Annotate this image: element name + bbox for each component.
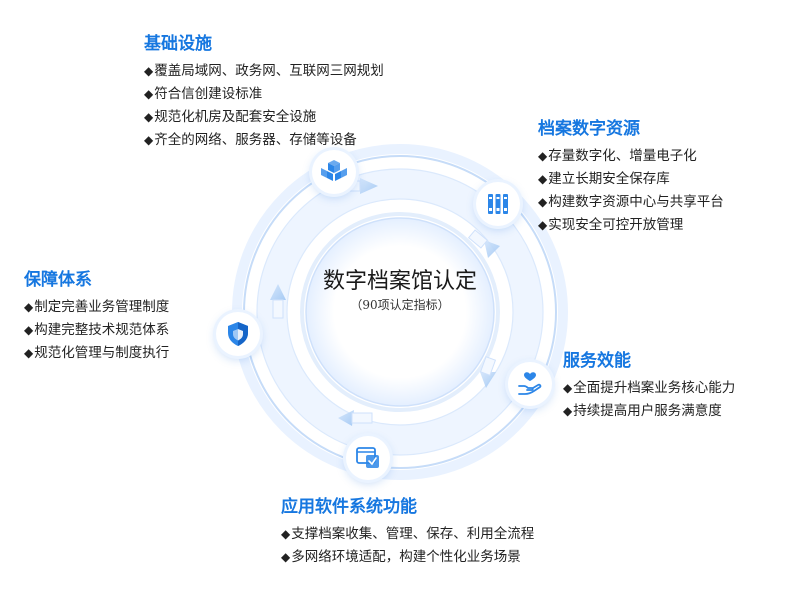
section-service: 服务效能 ◆全面提升档案业务核心能力◆持续提高用户服务满意度 [563,350,735,423]
section-resources: 档案数字资源 ◆存量数字化、增量电子化◆建立长期安全保存库◆构建数字资源中心与共… [538,118,724,237]
infrastructure-node [312,150,356,194]
diamond-bullet-icon: ◆ [144,87,154,101]
list-item: ◆规范化机房及配套安全设施 [144,106,384,129]
diamond-bullet-icon: ◆ [281,527,291,541]
list-item: ◆建立长期安全保存库 [538,168,724,191]
list-item-text: 多网络环境适配，构建个性化业务场景 [291,549,521,565]
center-title: 数字档案馆认定 [322,269,477,294]
list-item-text: 实现安全可控开放管理 [548,217,684,233]
list-item-text: 规范化管理与制度执行 [34,345,170,361]
section-infrastructure: 基础设施 ◆覆盖局域网、政务网、互联网三网规划◆符合信创建设标准◆规范化机房及配… [144,33,384,152]
list-item-text: 存量数字化、增量电子化 [548,148,697,164]
bullet-list: ◆覆盖局域网、政务网、互联网三网规划◆符合信创建设标准◆规范化机房及配套安全设施… [144,60,384,152]
list-item: ◆覆盖局域网、政务网、互联网三网规划 [144,60,384,83]
section-software: 应用软件系统功能 ◆支撑档案收集、管理、保存、利用全流程◆多网络环境适配，构建个… [281,496,534,569]
diamond-bullet-icon: ◆ [563,381,573,395]
heart-hand-icon [518,372,542,395]
diamond-bullet-icon: ◆ [144,64,154,78]
list-item-text: 覆盖局域网、政务网、互联网三网规划 [154,63,384,79]
list-item: ◆支撑档案收集、管理、保存、利用全流程 [281,523,534,546]
section-security: 保障体系 ◆制定完善业务管理制度◆构建完整技术规范体系◆规范化管理与制度执行 [24,269,169,365]
diamond-bullet-icon: ◆ [538,218,548,232]
list-item-text: 全面提升档案业务核心能力 [573,380,736,396]
center-subtitle: （90项认定指标） [350,298,450,312]
list-item-text: 支撑档案收集、管理、保存、利用全流程 [291,526,535,542]
archive-binders-icon [488,194,508,214]
section-title: 基础设施 [144,34,212,54]
diamond-bullet-icon: ◆ [538,195,548,209]
software-window-icon [356,447,379,468]
diamond-bullet-icon: ◆ [24,323,34,337]
service-node [508,362,552,406]
list-item-text: 构建完整技术规范体系 [34,322,170,338]
section-title: 服务效能 [563,351,631,371]
list-item-text: 持续提高用户服务满意度 [573,403,722,419]
flow-arrow [270,178,500,426]
list-item: ◆符合信创建设标准 [144,83,384,106]
bullet-list: ◆存量数字化、增量电子化◆建立长期安全保存库◆构建数字资源中心与共享平台◆实现安… [538,145,724,237]
section-title: 档案数字资源 [538,119,640,139]
list-item: ◆全面提升档案业务核心能力 [563,377,735,400]
section-title: 保障体系 [24,270,92,290]
diamond-bullet-icon: ◆ [144,110,154,124]
list-item-text: 规范化机房及配套安全设施 [154,109,317,125]
software-node [346,436,390,480]
list-item: ◆存量数字化、增量电子化 [538,145,724,168]
diamond-bullet-icon: ◆ [281,550,291,564]
list-item: ◆规范化管理与制度执行 [24,342,169,365]
security-node [216,312,260,356]
list-item-text: 建立长期安全保存库 [548,171,670,187]
list-item: ◆实现安全可控开放管理 [538,214,724,237]
diamond-bullet-icon: ◆ [538,149,548,163]
section-title: 应用软件系统功能 [281,497,417,517]
diamond-bullet-icon: ◆ [538,172,548,186]
list-item-text: 制定完善业务管理制度 [34,299,170,315]
list-item: ◆多网络环境适配，构建个性化业务场景 [281,546,534,569]
list-item: ◆构建数字资源中心与共享平台 [538,191,724,214]
shield-icon [228,322,248,346]
bullet-list: ◆支撑档案收集、管理、保存、利用全流程◆多网络环境适配，构建个性化业务场景 [281,523,534,569]
diamond-bullet-icon: ◆ [144,133,154,147]
server-cubes-icon [321,160,347,181]
bullet-list: ◆全面提升档案业务核心能力◆持续提高用户服务满意度 [563,377,735,423]
list-item-text: 齐全的网络、服务器、存储等设备 [154,132,357,148]
diamond-bullet-icon: ◆ [24,300,34,314]
list-item: ◆持续提高用户服务满意度 [563,400,735,423]
list-item-text: 符合信创建设标准 [154,86,263,102]
bullet-list: ◆制定完善业务管理制度◆构建完整技术规范体系◆规范化管理与制度执行 [24,296,169,365]
list-item: ◆制定完善业务管理制度 [24,296,169,319]
resources-node [476,182,520,226]
list-item: ◆构建完整技术规范体系 [24,319,169,342]
list-item: ◆齐全的网络、服务器、存储等设备 [144,129,384,152]
list-item-text: 构建数字资源中心与共享平台 [548,194,724,210]
diamond-bullet-icon: ◆ [24,346,34,360]
diamond-bullet-icon: ◆ [563,404,573,418]
center-label: 数字档案馆认定 （90项认定指标） [306,268,494,314]
